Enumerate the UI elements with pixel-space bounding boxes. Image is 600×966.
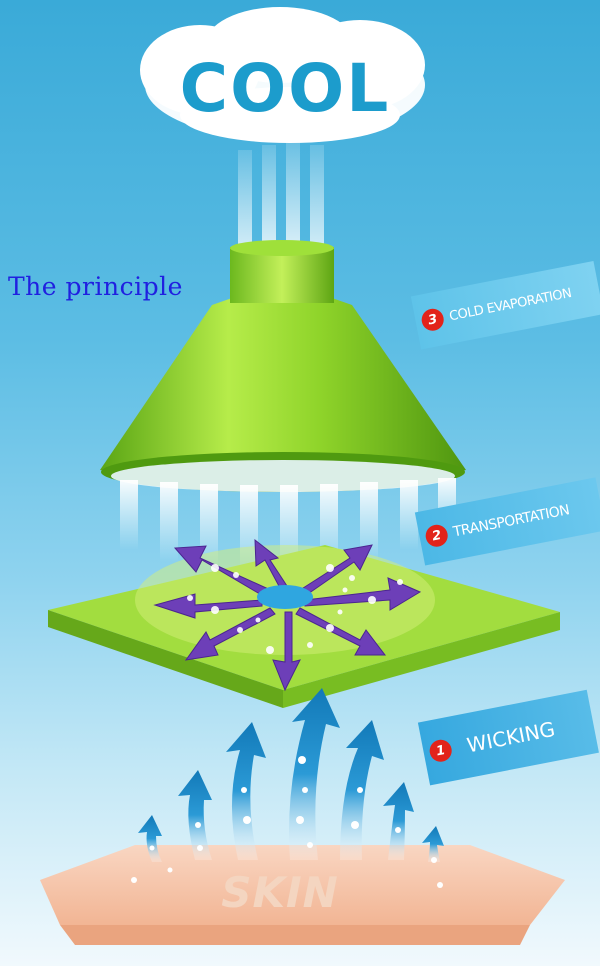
cool-label: COOL: [150, 50, 420, 127]
wicking-arrows: [138, 688, 444, 862]
step-1-label: WICKING: [465, 717, 557, 758]
step-2-label: TRANSPORTATION: [452, 502, 571, 540]
principle-title: The principle: [8, 272, 183, 301]
fabric-center-spot: [257, 585, 313, 609]
fabric-layer: [48, 545, 560, 708]
skin-label: SKIN: [205, 868, 355, 917]
step-3-number: 3: [420, 307, 446, 333]
step-3-label: COLD EVAPORATION: [448, 285, 573, 323]
steam-streams-top: [238, 140, 324, 245]
step-1-number: 1: [428, 738, 454, 764]
step-2-number: 2: [424, 523, 450, 549]
